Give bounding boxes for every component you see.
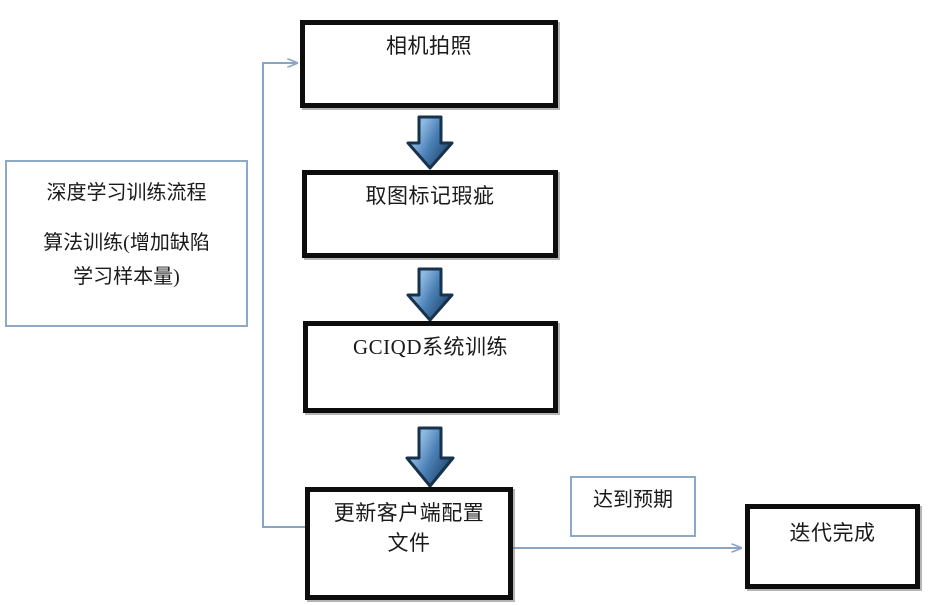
block-arrow-annotate-to-train <box>406 267 454 322</box>
edge-update-to-capture <box>262 63 305 528</box>
legend-body: 算法训练(增加缺陷 学习样本量) <box>43 232 210 288</box>
legend-box: 深度学习训练流程 算法训练(增加缺陷 学习样本量) <box>5 160 248 327</box>
node-capture[interactable]: 相机拍照 <box>300 20 558 108</box>
condition-expected: 达到预期 <box>570 476 696 537</box>
node-done[interactable]: 迭代完成 <box>745 504 920 589</box>
node-annotate[interactable]: 取图标记瑕疵 <box>302 170 558 258</box>
node-update-label: 更新客户端配置 文件 <box>333 501 485 555</box>
node-done-label: 迭代完成 <box>789 521 876 545</box>
legend-heading: 深度学习训练流程 <box>46 182 207 204</box>
node-update[interactable]: 更新客户端配置 文件 <box>305 487 513 600</box>
node-annotate-label: 取图标记瑕疵 <box>365 184 495 208</box>
block-arrow-capture-to-annotate <box>406 115 454 170</box>
condition-expected-label: 达到预期 <box>593 489 673 511</box>
node-train[interactable]: GCIQD系统训练 <box>303 321 558 413</box>
node-capture-label: 相机拍照 <box>386 34 472 58</box>
node-train-label: GCIQD系统训练 <box>353 335 508 359</box>
block-arrow-train-to-update <box>405 426 455 488</box>
